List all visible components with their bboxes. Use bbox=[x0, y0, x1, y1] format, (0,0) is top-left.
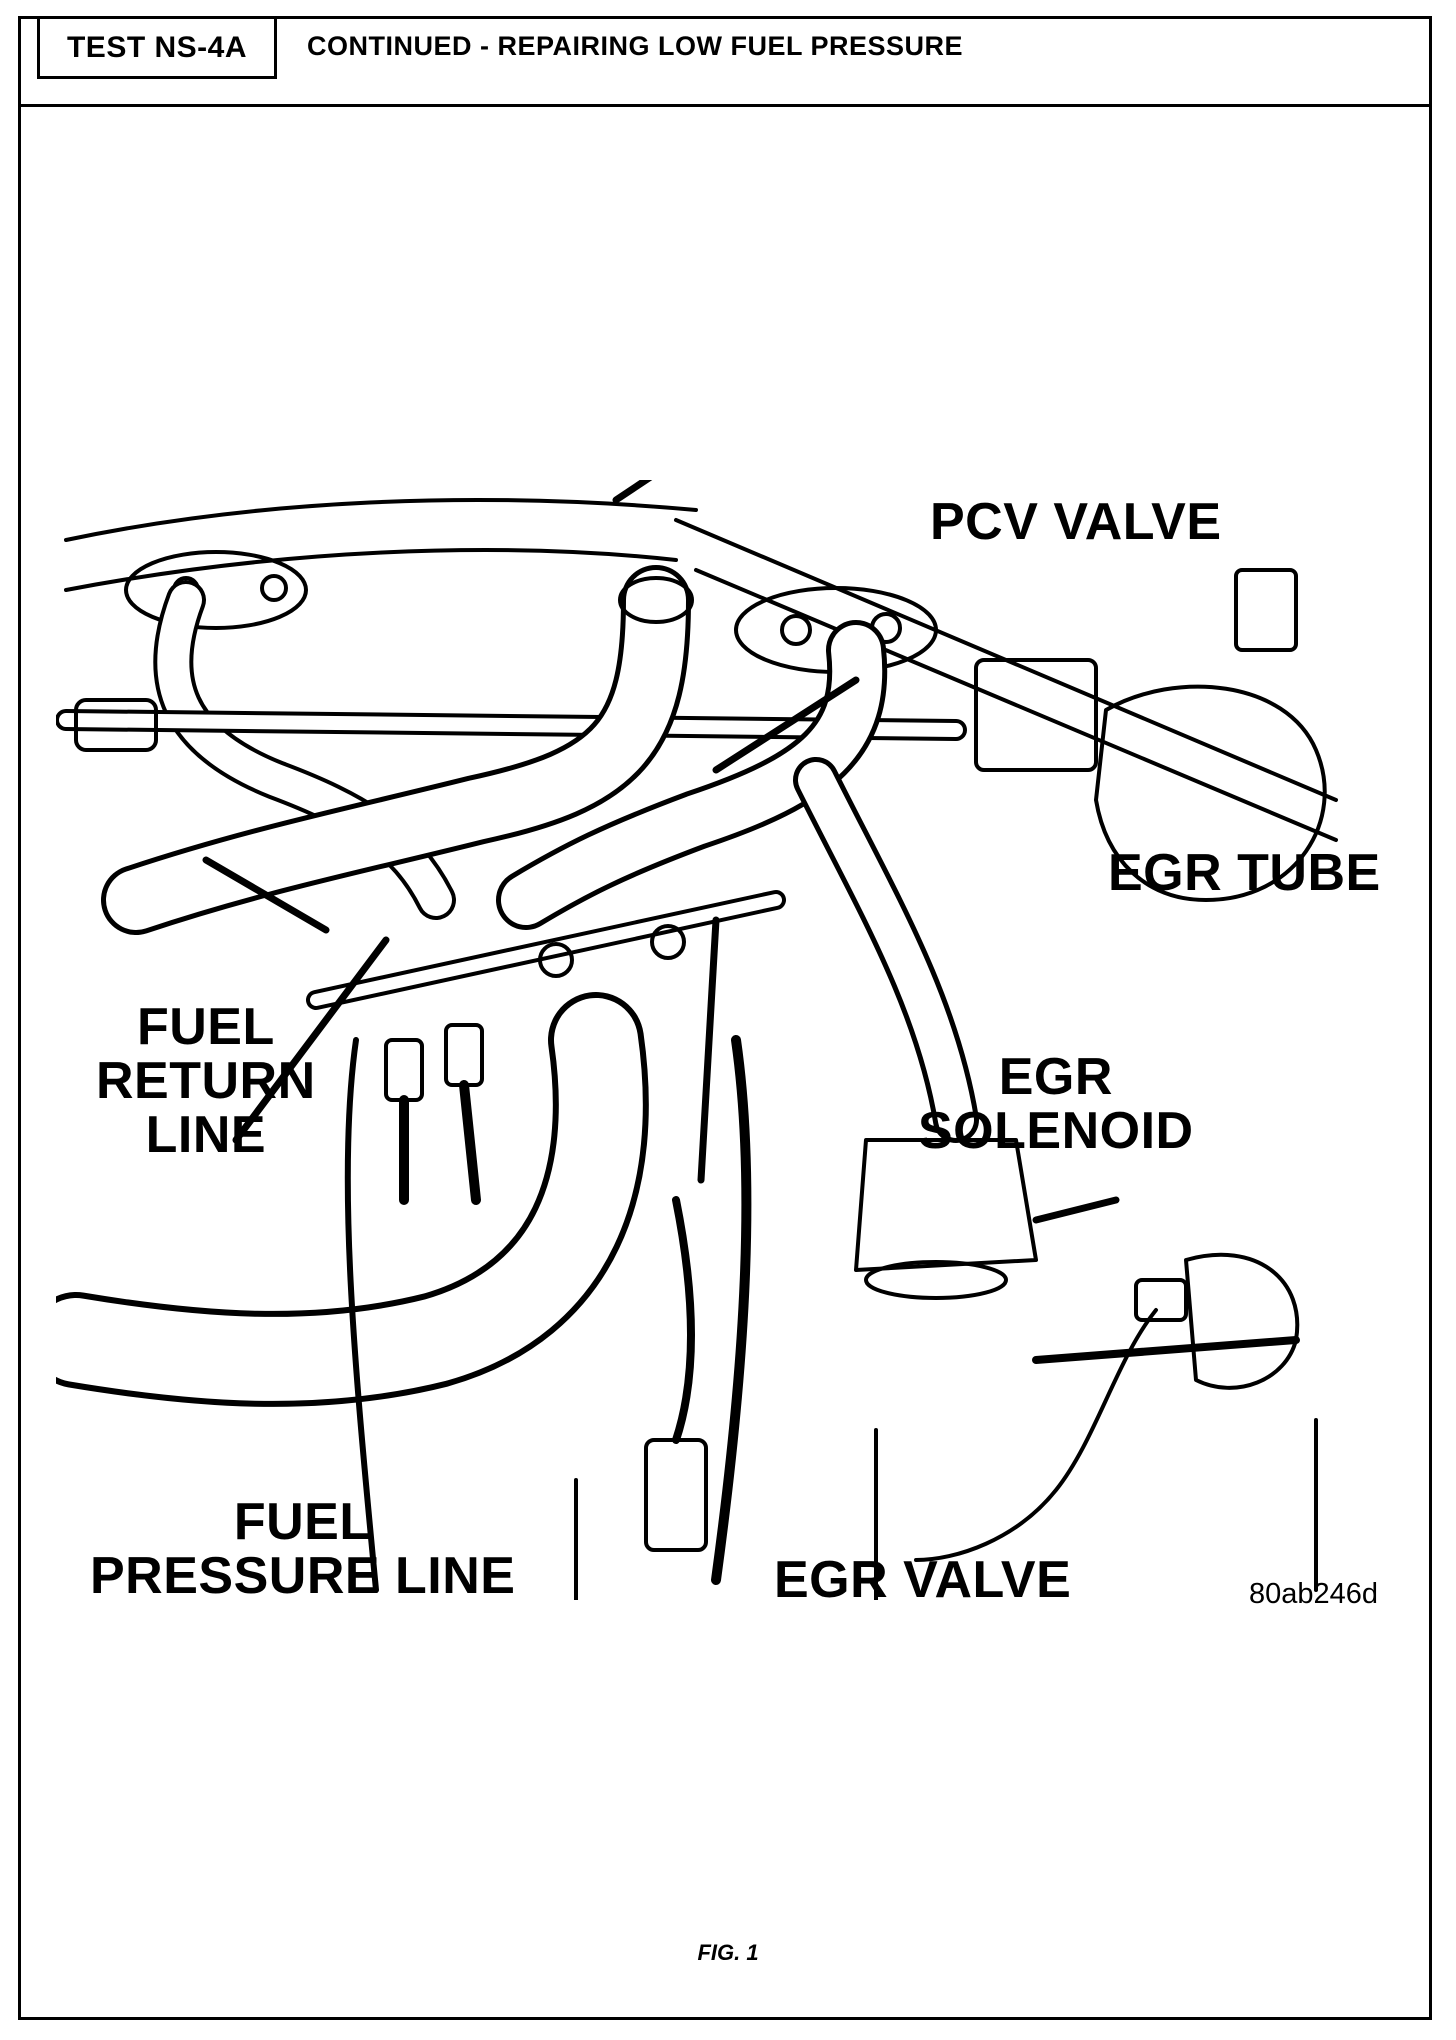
label-fuel-return-line-1: FUEL bbox=[136, 998, 275, 1056]
label-egr-solenoid-2: SOLENOID bbox=[918, 1102, 1194, 1160]
label-fuel-return-line: FUEL RETURN LINE bbox=[96, 1000, 316, 1162]
egr-valve-leader bbox=[697, 916, 720, 1184]
label-fuel-pressure-line-1: FUEL bbox=[233, 1493, 372, 1551]
header-row: TEST NS-4A CONTINUED - REPAIRING LOW FUE… bbox=[21, 19, 1429, 107]
label-egr-valve: EGR VALVE bbox=[774, 1551, 1072, 1609]
engine-illustration bbox=[56, 480, 1338, 1600]
page-frame: TEST NS-4A CONTINUED - REPAIRING LOW FUE… bbox=[18, 16, 1432, 2020]
test-title: CONTINUED - REPAIRING LOW FUEL PRESSURE bbox=[307, 31, 964, 61]
fuel-return-leader bbox=[202, 856, 330, 934]
label-fuel-pressure-line: FUEL PRESSURE LINE bbox=[90, 1495, 515, 1603]
pcv-valve-leader bbox=[612, 480, 653, 504]
figure-code: 80ab246d bbox=[1248, 1578, 1378, 1610]
egr-tube-leader bbox=[712, 676, 860, 774]
label-fuel-return-line-3: LINE bbox=[145, 1106, 267, 1164]
egr-solenoid-leader bbox=[1032, 1196, 1120, 1224]
label-fuel-pressure-line-2: PRESSURE LINE bbox=[90, 1547, 516, 1605]
test-id: TEST NS-4A bbox=[37, 19, 277, 79]
label-egr-tube: EGR TUBE bbox=[1108, 844, 1381, 902]
label-fuel-return-line-2: RETURN bbox=[96, 1052, 316, 1110]
label-pcv-valve: PCV VALVE bbox=[930, 493, 1222, 551]
fuel-pressure-leader bbox=[232, 936, 390, 1144]
figure-caption: FIG. 1 bbox=[697, 1940, 759, 1965]
label-egr-solenoid: EGR SOLENOID bbox=[918, 1050, 1194, 1158]
label-egr-solenoid-1: EGR bbox=[998, 1048, 1113, 1106]
